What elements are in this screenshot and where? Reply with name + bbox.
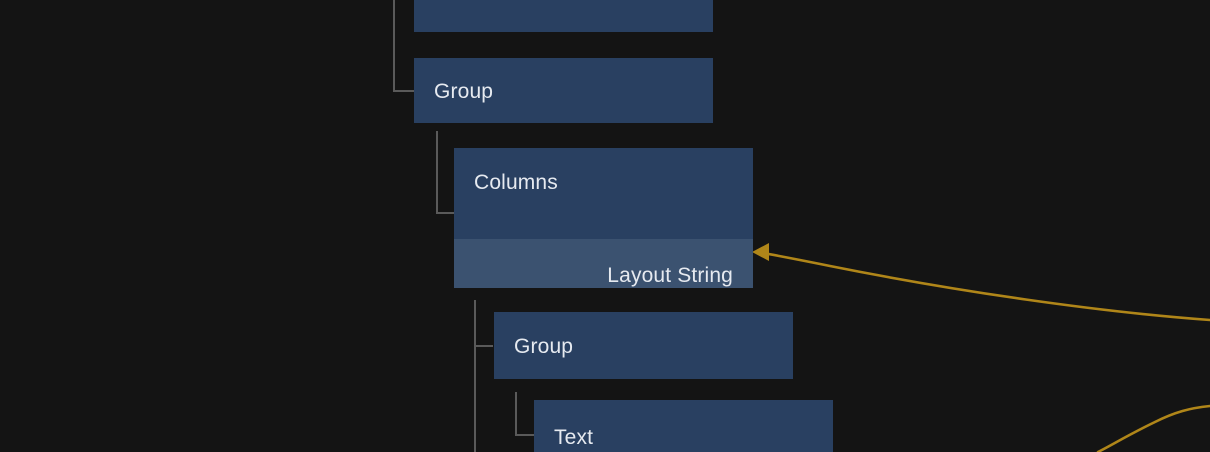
graph-node-title: Text <box>414 0 713 32</box>
graph-node[interactable]: Group <box>494 312 793 379</box>
tree-connector-stub <box>515 434 534 436</box>
tree-connector-vertical <box>474 300 476 452</box>
tree-connector-vertical <box>393 0 395 92</box>
tree-connector-vertical <box>436 131 438 214</box>
graph-node[interactable]: Text <box>534 400 833 452</box>
graph-node[interactable]: Group <box>414 58 713 123</box>
tree-connector-stub <box>436 212 455 214</box>
graph-node-title: Columns <box>474 171 558 194</box>
tree-connector-stub <box>474 345 493 347</box>
graph-node[interactable]: Text <box>414 0 713 32</box>
graph-link-arrow-icon <box>752 243 769 261</box>
tree-connector-stub <box>393 90 414 92</box>
graph-node-title: Text <box>554 426 594 449</box>
graph-link-curve <box>1096 404 1210 452</box>
graph-node-port-row[interactable]: Layout String <box>454 239 753 288</box>
tree-connector-vertical <box>515 392 517 436</box>
graph-link-curve <box>755 250 1210 322</box>
graph-node-title: Group <box>514 335 574 358</box>
graph-node-title: Group <box>434 80 494 103</box>
